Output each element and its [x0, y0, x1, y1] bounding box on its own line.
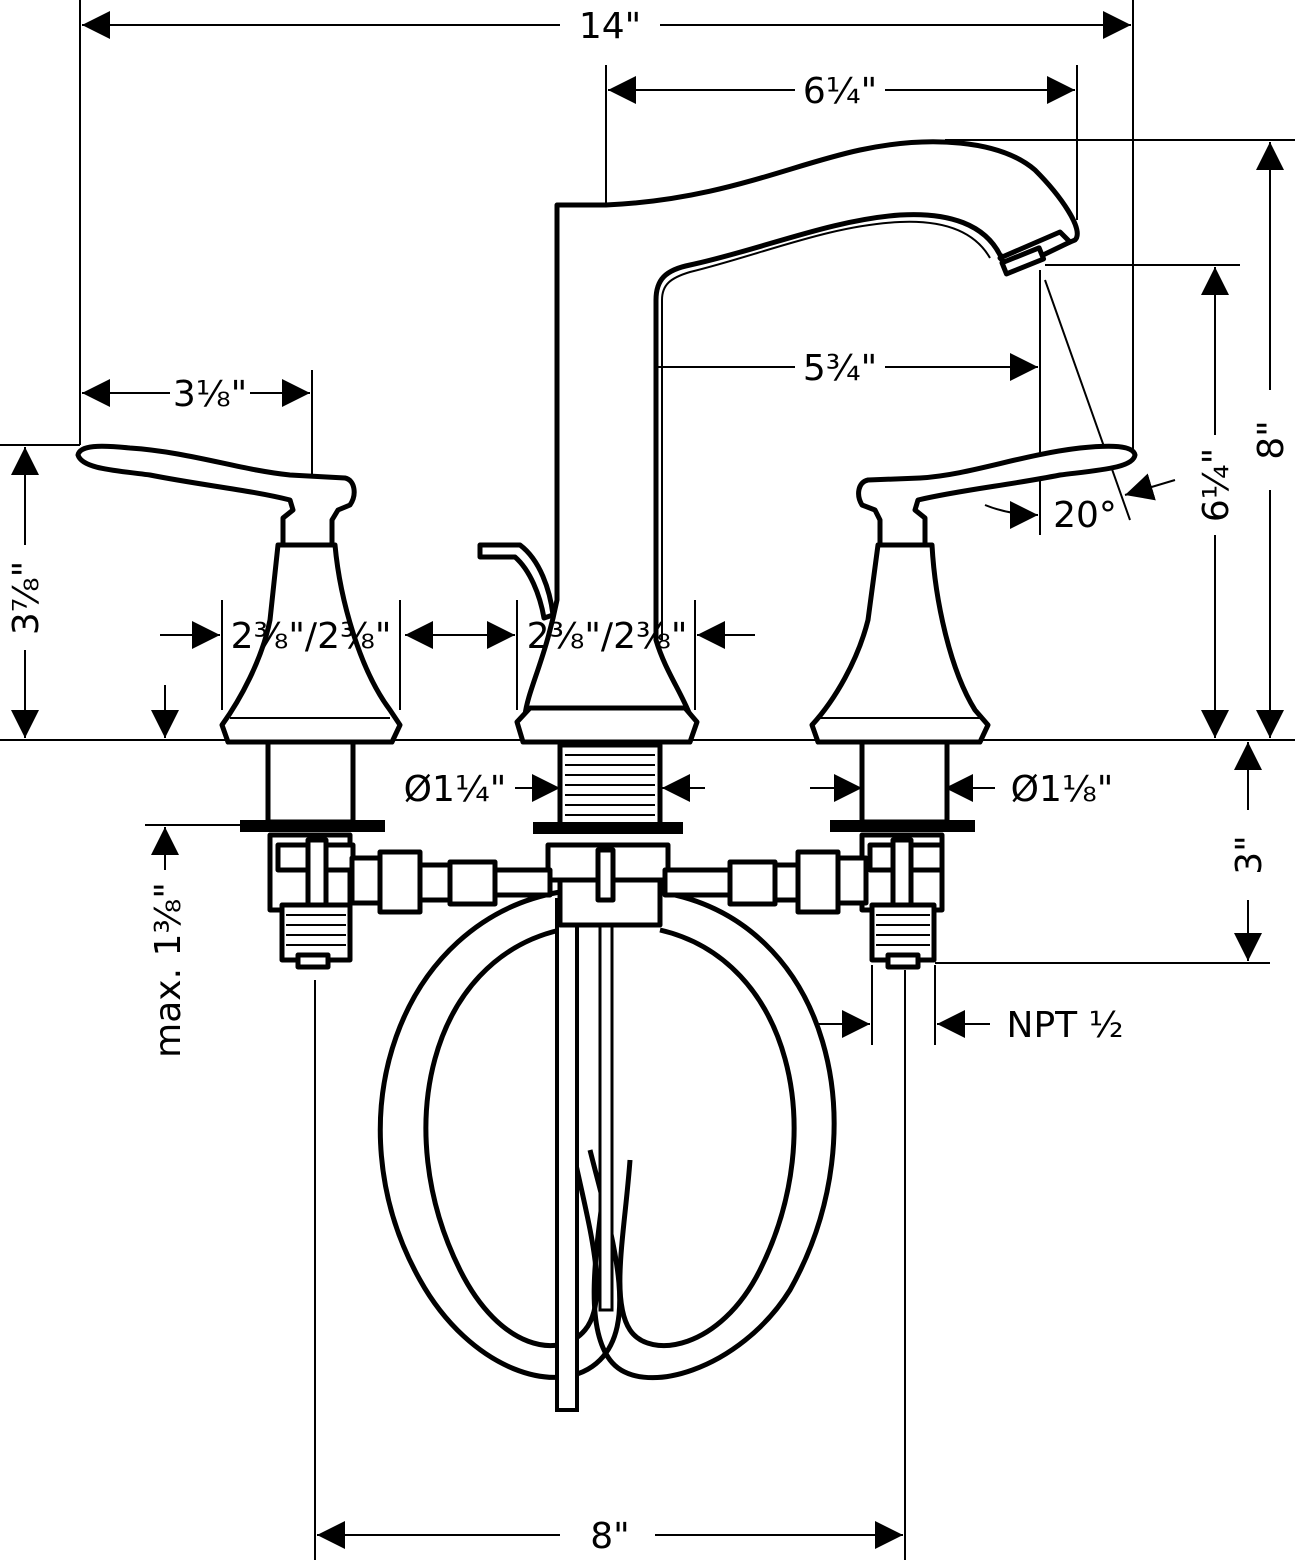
label-overall-width: 14"	[579, 6, 641, 47]
spout	[477, 139, 1080, 745]
connectors	[349, 849, 869, 915]
label-max-deck: max. 1⅜"	[148, 882, 189, 1058]
label-handle-reach: 3⅛"	[173, 374, 247, 415]
label-spout-reach: 6¼"	[803, 71, 877, 112]
label-spout-height: 8"	[1251, 420, 1292, 459]
right-valve-body	[830, 739, 975, 970]
label-spout-base-diameter: 2⅜"/2⅜"	[527, 616, 688, 657]
spout-shank	[533, 742, 683, 928]
label-handle-base-diameter: 2⅜"/2⅜"	[231, 616, 392, 657]
label-aerator-height: 6¼"	[1196, 448, 1237, 522]
right-handle	[809, 443, 1138, 745]
label-connection: NPT ½	[1007, 1005, 1124, 1046]
label-handle-height: 3⅞"	[6, 561, 47, 635]
label-spout-shank: Ø1¼"	[404, 769, 507, 810]
label-angle: 20°	[1053, 495, 1117, 536]
label-valve-shank: Ø1⅛"	[1011, 769, 1114, 810]
left-valve-body	[240, 739, 385, 970]
left-handle	[75, 443, 403, 745]
label-below-deck: 3"	[1229, 835, 1270, 874]
label-center-spacing: 8"	[590, 1516, 629, 1557]
dimension-labels: 14" 6¼" 5¾" 3⅛" 20° 2⅜"/2⅜" 2⅜"/2⅜" Ø1¼"…	[6, 6, 1292, 1557]
label-spout-center: 5¾"	[803, 348, 877, 389]
supply-hoses	[377, 889, 837, 1412]
